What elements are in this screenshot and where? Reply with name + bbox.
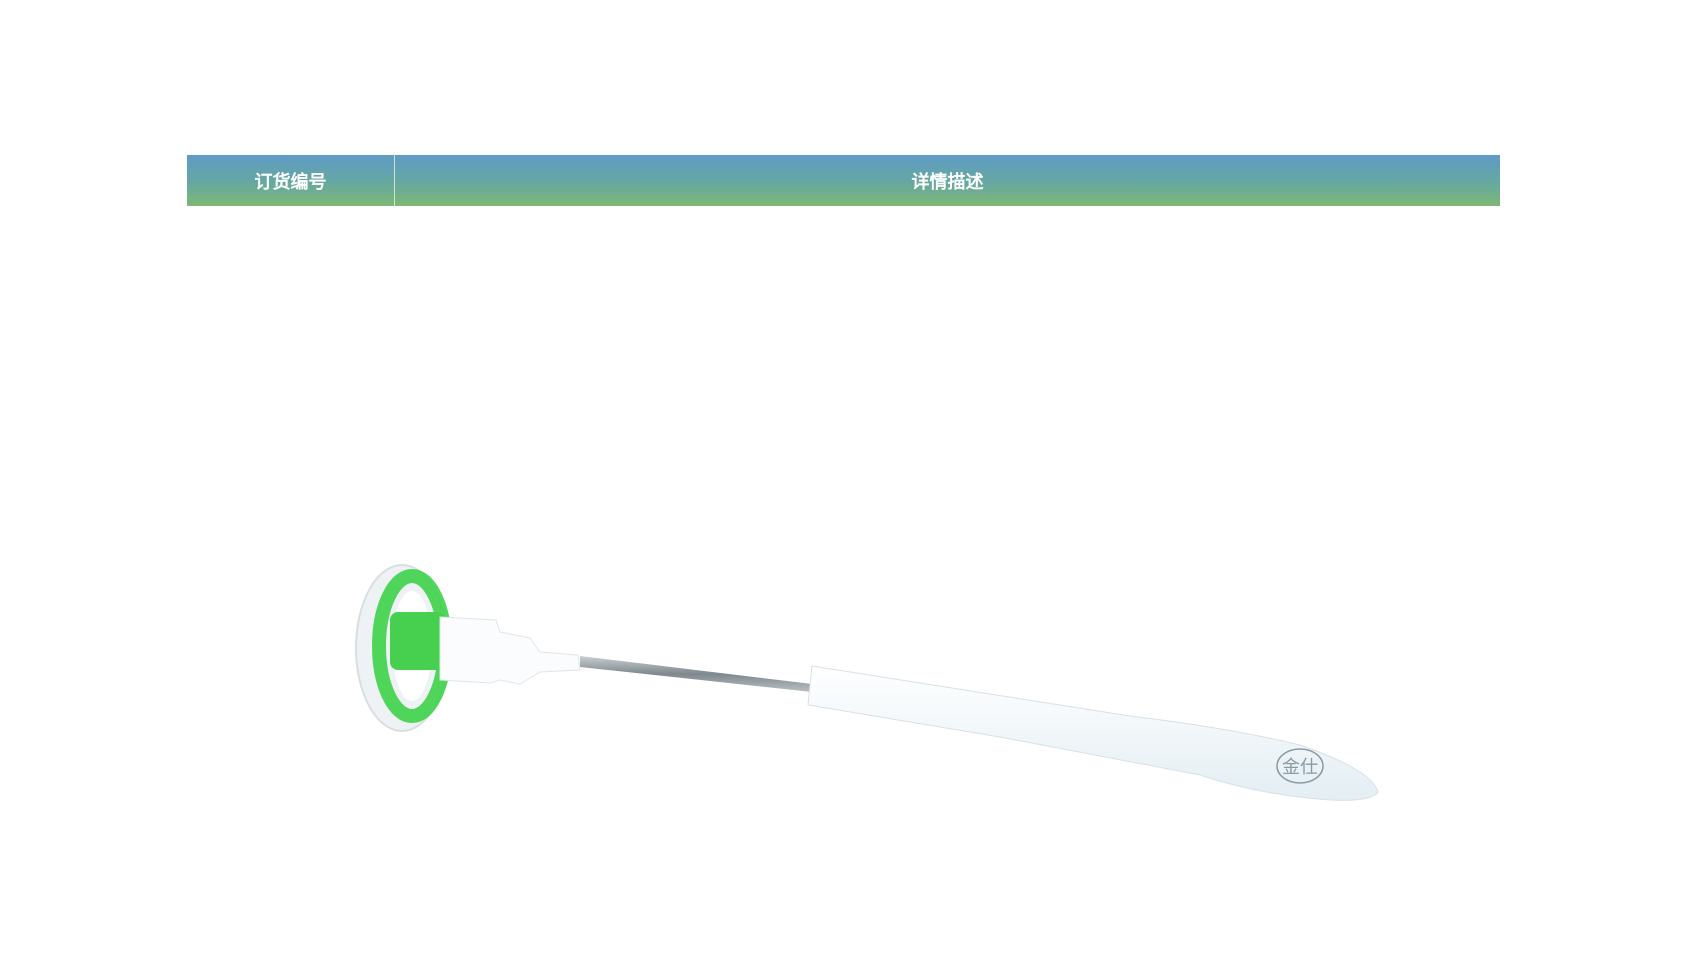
connector — [439, 616, 581, 685]
handle: 金仕 — [807, 665, 1379, 801]
table-header: 订货编号 详情描述 — [187, 155, 1500, 206]
header-order-number: 订货编号 — [187, 155, 395, 206]
svg-text:金仕: 金仕 — [1282, 757, 1318, 778]
logo: 金仕 — [1276, 748, 1324, 784]
header-description: 详情描述 — [911, 171, 984, 193]
green-hub — [390, 612, 445, 670]
rod — [580, 656, 812, 692]
